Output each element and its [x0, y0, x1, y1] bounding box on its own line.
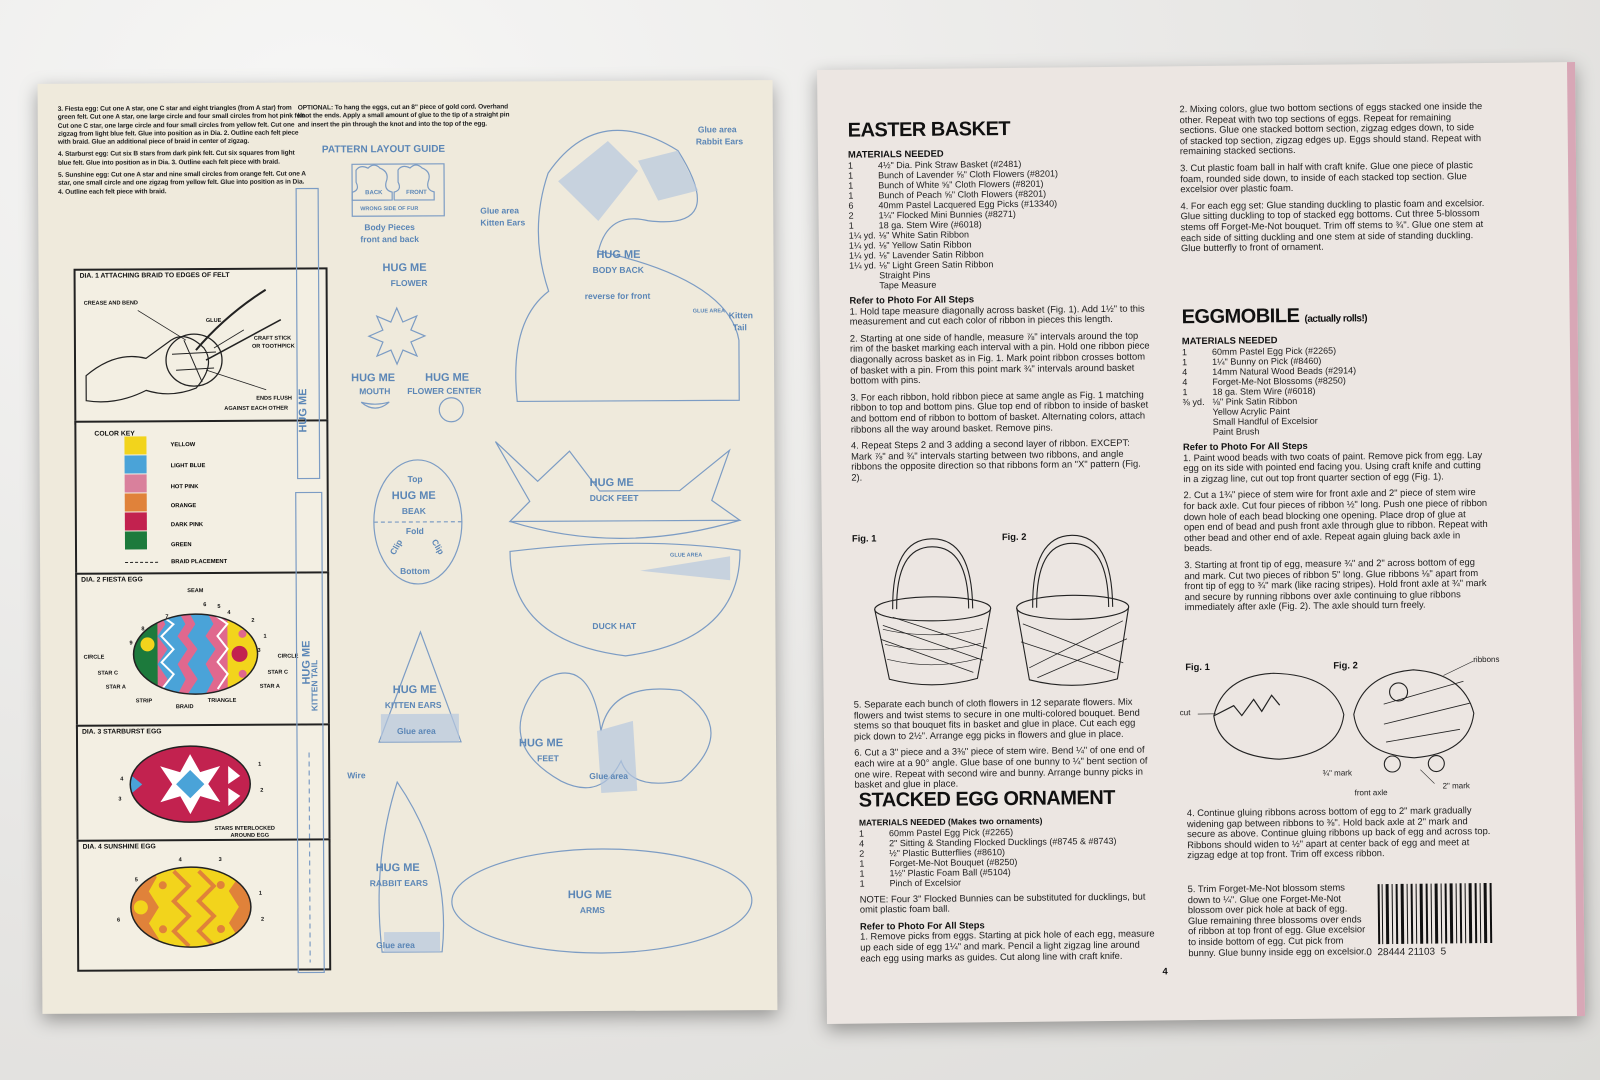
dia3-box: DIA. 3 STARBURST EGG 1 2 3 4 STARS INTER…: [75, 723, 331, 844]
tail-label: Tail: [732, 322, 747, 333]
feet-glue: Glue area: [589, 770, 628, 782]
dia1-box: DIA. 1 ATTACHING BRAID TO EDGES OF FELT …: [73, 267, 329, 425]
beak-bottom: Bottom: [400, 565, 430, 577]
braid-line: [125, 561, 160, 563]
wire-label: Wire: [347, 770, 366, 781]
starburst-egg-illustration: [129, 745, 251, 823]
kitten-ears-glue: Glue area: [396, 725, 436, 737]
wrong-side: WRONG SIDE OF FUR: [360, 205, 419, 213]
pattern-outlines: [295, 129, 753, 974]
barcode-number: 0 28444 21103 5: [1366, 946, 1447, 959]
braid-hand-illustration: [85, 288, 282, 403]
hug-me-rabbit-ears-title: HUG ME: [375, 861, 420, 875]
beak-fold: Fold: [405, 525, 424, 537]
kitten-ears-label: KITTEN EARS: [384, 699, 442, 711]
body-front-small: FRONT: [406, 189, 427, 197]
arms-label: ARMS: [579, 904, 605, 916]
hug-me-body-title: HUG ME: [596, 248, 641, 262]
mouth-label: MOUTH: [359, 386, 391, 397]
barcode: [1377, 882, 1493, 945]
hug-me-beak-title: HUG ME: [391, 489, 436, 503]
body-pieces: Body Pieces: [364, 221, 415, 233]
beak-label: BEAK: [401, 505, 426, 517]
glue-area-kitten: Glue area: [480, 205, 520, 216]
body-back-label: BODY BACK: [592, 264, 644, 276]
kitten-tail-label: KITTEN TAIL: [309, 659, 320, 712]
duck-hat-glue: GLUE AREA: [670, 552, 703, 559]
left-page: 3. Fiesta egg: Cut one A star, one C sta…: [37, 80, 778, 1014]
duck-feet-label: DUCK FEET: [589, 492, 639, 504]
duck-hat-label: DUCK HAT: [592, 620, 637, 632]
sunshine-egg-illustration: [130, 866, 252, 948]
reverse-label: reverse for front: [584, 290, 651, 302]
hug-me-strip-top: HUG ME: [297, 388, 310, 433]
rabbit-ears-glue: Glue area: [376, 939, 415, 951]
flower-label: FLOWER: [390, 277, 428, 289]
hug-me-feet-title: HUG ME: [518, 737, 564, 750]
dia4-box: DIA. 4 SUNSHINE EGG 1 2 3 4 5 6: [76, 838, 332, 972]
basket-illustrations: [874, 534, 1130, 686]
kitten-ears-small: Kitten Ears: [480, 217, 526, 228]
hug-me-center-title: HUG ME: [425, 371, 470, 384]
kitten-label: Kitten: [728, 310, 753, 321]
eggmobile-illustrations: [1197, 660, 1475, 784]
beak-top: Top: [407, 473, 423, 484]
hug-me-arms-title: HUG ME: [567, 888, 612, 902]
body-back-small: BACK: [365, 190, 383, 197]
rabbit-ears-label: RABBIT EARS: [369, 877, 428, 889]
glue-area-rabbit: Glue area: [697, 124, 737, 135]
hug-me-mouth-title: HUG ME: [351, 372, 396, 385]
hug-me-kitten-ears-title: HUG ME: [392, 683, 437, 697]
glue-area-caps: GLUE AREA: [692, 308, 725, 315]
hug-me-flower-title: HUG ME: [382, 261, 427, 275]
page-number: 4: [1162, 965, 1168, 977]
hug-me-duck-feet-title: HUG ME: [589, 476, 634, 490]
feet-label: FEET: [537, 753, 559, 764]
dia2-box: DIA. 2 FIESTA EGG SEAM CIRCLE STAR C STA…: [75, 571, 330, 729]
front-back: front and back: [360, 233, 419, 245]
rabbit-ears-small: Rabbit Ears: [695, 136, 744, 147]
color-key-box: COLOR KEY YELLOW LIGHT BLUE HOT PINK ORA…: [74, 419, 330, 577]
flower-center-label: FLOWER CENTER: [407, 385, 482, 396]
fiesta-egg-illustration: [132, 613, 259, 695]
